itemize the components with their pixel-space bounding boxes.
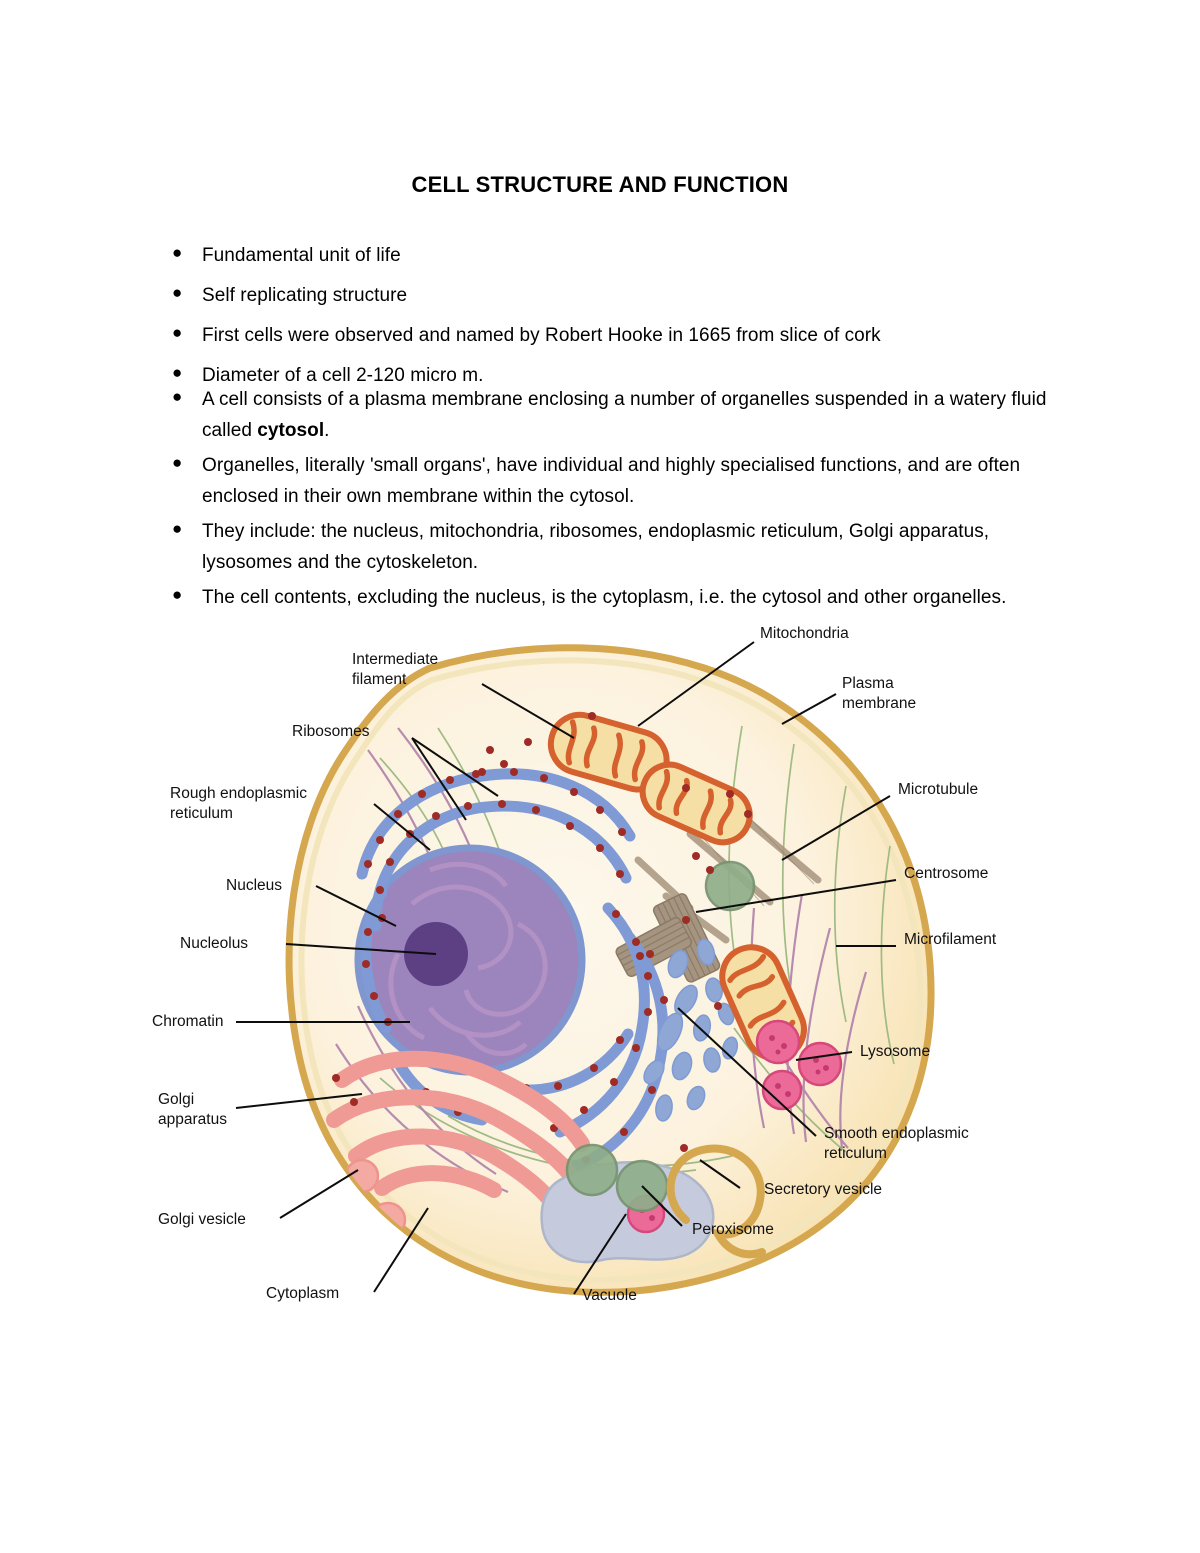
bullet-glyph: ● (172, 519, 183, 538)
leader-nucleolus (285, 943, 437, 955)
list-item-text: Self replicating structure (202, 285, 408, 306)
label-centrosome: Centrosome (904, 865, 988, 882)
peroxisome-lower-a (565, 1143, 619, 1197)
label-lysosome: Lysosome (860, 1043, 930, 1060)
label-nucleus: Nucleus (226, 877, 282, 894)
label-mitochondria: Mitochondria (760, 625, 849, 642)
label-ribosomes: Ribosomes (292, 723, 370, 740)
label-golgi-apparatus-line1: Golgi (158, 1091, 194, 1108)
nucleus (354, 844, 586, 1076)
bullet-glyph: ● (172, 243, 183, 262)
label-microfilament: Microfilament (904, 931, 997, 948)
list-item-text: A cell consists of a plasma membrane enc… (202, 384, 1072, 446)
label-smooth-er-line1: Smooth endoplasmic (824, 1125, 969, 1142)
bullet-glyph: ● (172, 585, 183, 604)
leader-intermediate-filament (481, 683, 575, 739)
leader-cytoplasm (373, 1207, 429, 1293)
label-vacuole: Vacuole (582, 1287, 637, 1304)
leader-rough-er (373, 803, 431, 851)
text-part: . (324, 420, 330, 441)
cell-diagram: Mitochondria Intermediate filament Plasm… (130, 608, 1080, 1328)
bullet-glyph: ● (172, 323, 183, 342)
label-intermediate-filament-line2: filament (352, 671, 407, 688)
list-item-text: Diameter of a cell 2-120 micro m. (202, 365, 484, 386)
label-golgi-apparatus-line2: apparatus (158, 1111, 227, 1128)
label-peroxisome: Peroxisome (692, 1221, 774, 1238)
label-rough-er-line1: Rough endoplasmic (170, 785, 307, 802)
list-item-text: The cell contents, excluding the nucleus… (202, 587, 1007, 608)
peroxisome-upper (704, 860, 756, 912)
mitochondria (547, 711, 807, 1062)
list-item: ● They include: the nucleus, mitochondri… (172, 516, 1072, 578)
label-chromatin: Chromatin (152, 1013, 224, 1030)
label-nucleolus: Nucleolus (180, 935, 248, 952)
leader-ribosomes-a (411, 737, 499, 797)
bullet-list-intro: ● Fundamental unit of life ● Self replic… (172, 240, 1072, 400)
text-part: A cell consists of a plasma membrane enc… (202, 389, 1047, 441)
label-cytoplasm: Cytoplasm (266, 1285, 339, 1302)
list-item: ● First cells were observed and named by… (172, 320, 1072, 351)
list-item-text: First cells were observed and named by R… (202, 325, 881, 346)
leader-mitochondria (637, 641, 755, 727)
leader-microtubule (781, 795, 891, 861)
leader-centrosome (695, 879, 897, 913)
list-item: ● Diameter of a cell 2-120 micro m. (172, 360, 1072, 391)
page-title: CELL STRUCTURE AND FUNCTION (411, 172, 789, 197)
leader-nucleus (315, 885, 397, 927)
bullet-glyph: ● (172, 453, 183, 472)
chromatin (388, 861, 548, 1056)
label-plasma-membrane-line2: membrane (842, 695, 916, 712)
label-secretory-vesicle: Secretory vesicle (764, 1181, 882, 1198)
leader-golgi-vesicle (279, 1169, 359, 1219)
smooth-endoplasmic-reticulum (643, 938, 739, 1122)
list-item-text: Organelles, literally 'small organs', ha… (202, 455, 1021, 507)
leader-peroxisome (641, 1185, 683, 1227)
leader-plasma-membrane (781, 693, 837, 725)
leader-ribosomes-b (411, 737, 467, 821)
label-intermediate-filament-line1: Intermediate (352, 651, 438, 668)
list-item: ● Self replicating structure (172, 280, 1072, 311)
list-item-text: They include: the nucleus, mitochondria,… (202, 521, 990, 573)
bullet-glyph: ● (172, 363, 183, 382)
bullet-glyph: ● (172, 387, 183, 406)
leader-lines (235, 641, 897, 1295)
list-item: ● A cell consists of a plasma membrane e… (172, 384, 1072, 446)
leader-secretory-vesicle (699, 1159, 741, 1189)
list-item: ● The cell contents, excluding the nucle… (172, 582, 1072, 613)
bullet-glyph: ● (172, 283, 183, 302)
list-item-text: Fundamental unit of life (202, 245, 401, 266)
label-smooth-er-line2: reticulum (824, 1145, 887, 1162)
leader-golgi-apparatus (235, 1093, 363, 1109)
bullet-list-details: ● A cell consists of a plasma membrane e… (172, 384, 1072, 617)
list-item: ● Fundamental unit of life (172, 240, 1072, 271)
label-rough-er-line2: reticulum (170, 805, 233, 822)
list-item: ● Organelles, literally 'small organs', … (172, 450, 1072, 512)
free-ribosomes (332, 712, 752, 1152)
leader-smooth-er (677, 1007, 817, 1137)
diagram-labels: Mitochondria Intermediate filament Plasm… (152, 625, 997, 1304)
secretory-vesicle (666, 1144, 766, 1259)
leader-vacuole (573, 1213, 627, 1295)
label-microtubule: Microtubule (898, 781, 978, 798)
label-golgi-vesicle: Golgi vesicle (158, 1211, 246, 1228)
emphasis-cytosol: cytosol (257, 420, 325, 441)
label-plasma-membrane-line1: Plasma (842, 675, 894, 692)
leader-lysosome (795, 1051, 853, 1061)
